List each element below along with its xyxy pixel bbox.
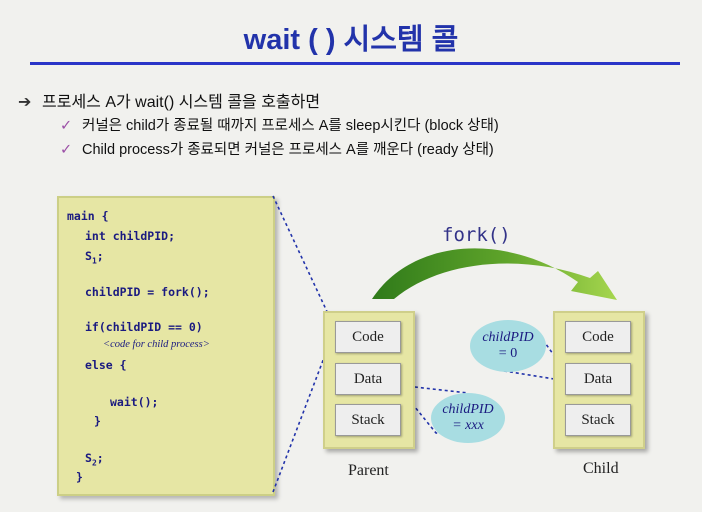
code-line-fork: childPID = fork(); <box>85 285 210 299</box>
sub-bullet-2: ✓ Child process가 종료되면 커널은 프로세스 A를 깨운다 (re… <box>60 138 494 159</box>
sub-bullet-2-text: Child process가 종료되면 커널은 프로세스 A를 깨운다 (rea… <box>82 142 494 158</box>
s2-base: S <box>85 451 92 465</box>
code-line-close-else: } <box>94 414 101 428</box>
parent-pid-bubble: childPID = xxx <box>431 393 505 443</box>
code-line-decl: int childPID; <box>85 229 176 243</box>
s2-semicolon: ; <box>96 451 104 465</box>
main-bullet-text: 프로세스 A가 wait() 시스템 콜을 호출하면 <box>42 94 321 111</box>
child-code-segment: Code <box>565 321 631 353</box>
child-process-box: Code Data Stack <box>553 311 645 449</box>
fork-arrow <box>372 248 617 300</box>
code-panel <box>57 196 275 496</box>
zoom-line-top <box>272 195 331 319</box>
code-line-s1: S1; <box>85 249 104 265</box>
parent-data-segment: Data <box>335 363 401 395</box>
zoom-line-bottom <box>272 341 331 493</box>
parent-stack-segment: Stack <box>335 404 401 436</box>
parent-process-box: Code Data Stack <box>323 311 415 449</box>
parent-code-segment: Code <box>335 321 401 353</box>
child-label: Child <box>583 460 619 477</box>
arrow-bullet-icon: ➔ <box>18 94 32 111</box>
s1-base: S <box>85 249 92 263</box>
sub-bullet-1: ✓ 커널은 child가 종료될 때까지 프로세스 A를 sleep시킨다 (bl… <box>60 114 499 135</box>
parent-pid-value: = xxx <box>452 418 484 433</box>
s1-subscript: 1 <box>91 256 97 266</box>
slide-title: wait ( ) 시스템 콜 <box>243 24 459 56</box>
checkmark-icon: ✓ <box>60 118 73 134</box>
code-line-if: if(childPID == 0) <box>85 320 203 334</box>
child-pid-bubble: childPID = 0 <box>470 320 546 372</box>
main-bullet: ➔ 프로세스 A가 wait() 시스템 콜을 호출하면 <box>18 88 320 112</box>
child-stack-segment: Stack <box>565 404 631 436</box>
code-line-close-main: } <box>76 470 83 484</box>
fork-label: fork() <box>442 224 511 246</box>
code-line-wait: wait(); <box>110 395 159 409</box>
code-line-s2: S2; <box>85 451 104 467</box>
parent-pid-name: childPID <box>442 401 494 417</box>
child-data-pointer-2 <box>497 369 574 383</box>
child-pid-name: childPID <box>482 329 534 345</box>
parent-label: Parent <box>348 462 389 479</box>
code-comment: <code for child process> <box>103 339 210 350</box>
child-pid-value: = 0 <box>498 346 518 361</box>
checkmark-icon: ✓ <box>60 142 73 158</box>
code-line-main: main { <box>67 209 109 223</box>
sub-bullet-1-text: 커널은 child가 종료될 때까지 프로세스 A를 sleep시킨다 (blo… <box>82 118 499 134</box>
s1-semicolon: ; <box>96 249 104 263</box>
child-data-segment: Data <box>565 363 631 395</box>
code-line-else: else { <box>85 358 127 372</box>
s2-subscript: 2 <box>91 458 97 468</box>
title-underline <box>30 62 680 65</box>
